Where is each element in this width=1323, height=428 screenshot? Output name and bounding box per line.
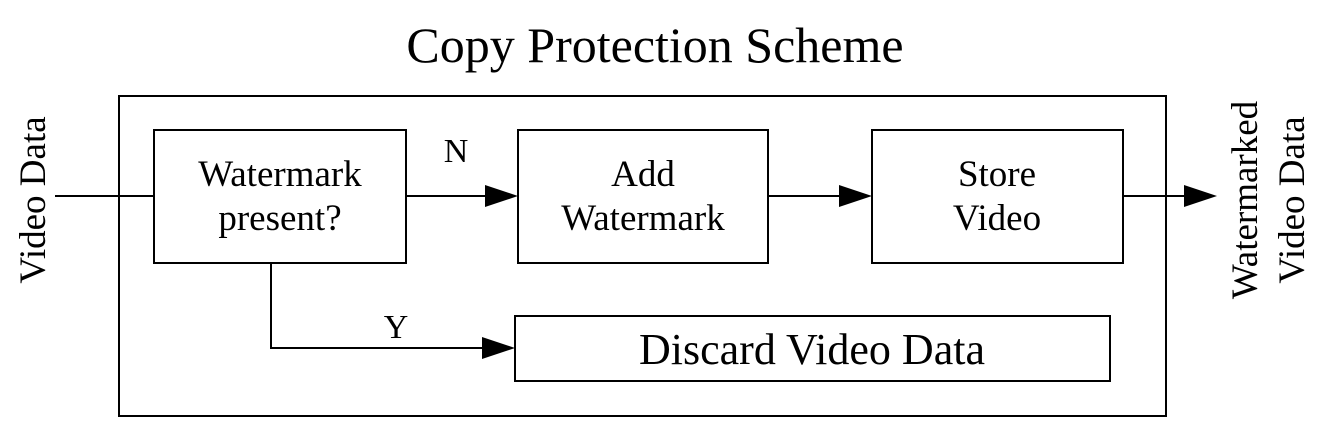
- add-watermark-label-line1: Add: [611, 154, 675, 195]
- store-video-label-line1: Store: [958, 154, 1036, 195]
- input-label: Video Data: [13, 116, 54, 283]
- no-branch-label: N: [444, 133, 469, 170]
- add-watermark-label-line2: Watermark: [561, 198, 725, 239]
- yes-branch-arrowhead: [482, 337, 515, 359]
- output-arrowhead: [1184, 185, 1217, 207]
- watermark-check-label-line1: Watermark: [198, 154, 362, 195]
- no-branch-arrowhead: [485, 185, 518, 207]
- watermark-check-block: [153, 129, 407, 264]
- yes-branch-label: Y: [384, 309, 409, 346]
- store-video-block: [871, 129, 1124, 264]
- discard-video-block: [514, 315, 1111, 382]
- output-label-line2: Video Data: [1272, 116, 1313, 283]
- add-watermark-block: [517, 129, 769, 264]
- add-to-store-arrowhead: [839, 185, 872, 207]
- system-container: [118, 95, 1167, 417]
- discard-video-label: Discard Video Data: [639, 325, 985, 374]
- diagram-title: Copy Protection Scheme: [406, 17, 903, 73]
- yes-branch-line: [270, 263, 485, 349]
- store-video-label-line2: Video: [953, 198, 1041, 239]
- watermark-check-label-line2: present?: [218, 198, 341, 239]
- output-label-line1: Watermarked: [1225, 100, 1266, 299]
